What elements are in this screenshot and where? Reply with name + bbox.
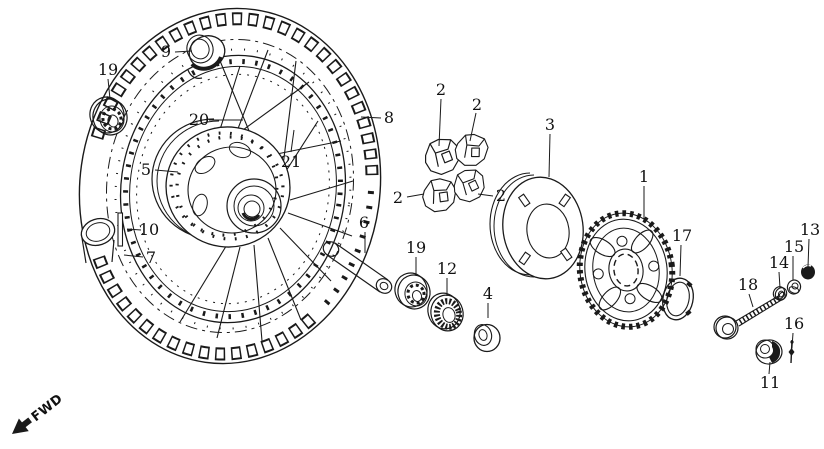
damper-rubber <box>450 166 488 205</box>
part-label-20: 20 <box>189 110 209 129</box>
part-label-1: 1 <box>639 167 649 186</box>
oil-seal <box>427 292 464 332</box>
tire <box>78 7 382 365</box>
wheel-assembly <box>78 7 382 365</box>
part-label-2: 2 <box>436 80 446 99</box>
fwd-label: FWD <box>29 391 66 425</box>
axle-spacer <box>322 241 393 294</box>
damper-rubber <box>420 176 458 215</box>
part-label-4: 4 <box>483 284 493 303</box>
fwd-arrow-icon <box>12 417 32 434</box>
part-label-14: 14 <box>769 253 789 272</box>
rim-lock <box>186 34 226 79</box>
part-label-11: 11 <box>760 373 780 392</box>
wheel-bearing <box>89 96 128 136</box>
adjuster-nut <box>786 279 802 295</box>
part-label-7: 7 <box>146 248 156 267</box>
fwd-marker: FWD <box>12 391 66 434</box>
part-label-10: 10 <box>139 220 159 239</box>
final-driven-flange <box>489 172 584 280</box>
hub <box>151 118 291 248</box>
side-collar <box>473 323 501 353</box>
tube-cutaway <box>80 217 116 264</box>
part-label-19: 19 <box>406 238 426 257</box>
leader-lines <box>107 50 810 375</box>
hub-spoke-holes <box>175 135 285 241</box>
adjuster-threads <box>738 294 783 325</box>
chain-adjuster <box>713 291 786 340</box>
part-label-8: 8 <box>384 108 394 127</box>
part-label-9: 9 <box>161 42 171 61</box>
part-label-13: 13 <box>800 220 820 239</box>
cap-nut <box>801 264 815 280</box>
part-label-2: 2 <box>472 95 482 114</box>
callouts: 19 9 20 5 21 8 10 7 2 2 2 2 3 1 17 6 19 … <box>98 42 820 392</box>
part-label-12: 12 <box>437 259 457 278</box>
damper-rubber <box>422 136 462 177</box>
spoke-nipples <box>123 58 343 320</box>
part-label-5: 5 <box>141 160 151 179</box>
castle-nut <box>755 339 783 365</box>
part-label-2: 2 <box>496 186 506 205</box>
part-label-2: 2 <box>393 188 403 207</box>
washer <box>772 286 788 301</box>
part-label-15: 15 <box>784 237 804 256</box>
wheel-bearing <box>394 272 431 310</box>
rim-band <box>117 212 124 247</box>
part-label-6: 6 <box>359 213 369 232</box>
part-label-21: 21 <box>281 152 301 171</box>
part-label-19: 19 <box>98 60 118 79</box>
part-label-16: 16 <box>784 314 804 333</box>
driven-sprocket <box>576 210 676 330</box>
rim <box>114 48 352 330</box>
part-label-17: 17 <box>672 226 692 245</box>
damper-rubbers <box>420 130 491 215</box>
retainer-ring <box>662 277 694 321</box>
part-label-18: 18 <box>738 275 758 294</box>
sprocket-teeth <box>576 210 676 330</box>
cotter-pin <box>788 339 795 364</box>
part-label-3: 3 <box>545 115 555 134</box>
